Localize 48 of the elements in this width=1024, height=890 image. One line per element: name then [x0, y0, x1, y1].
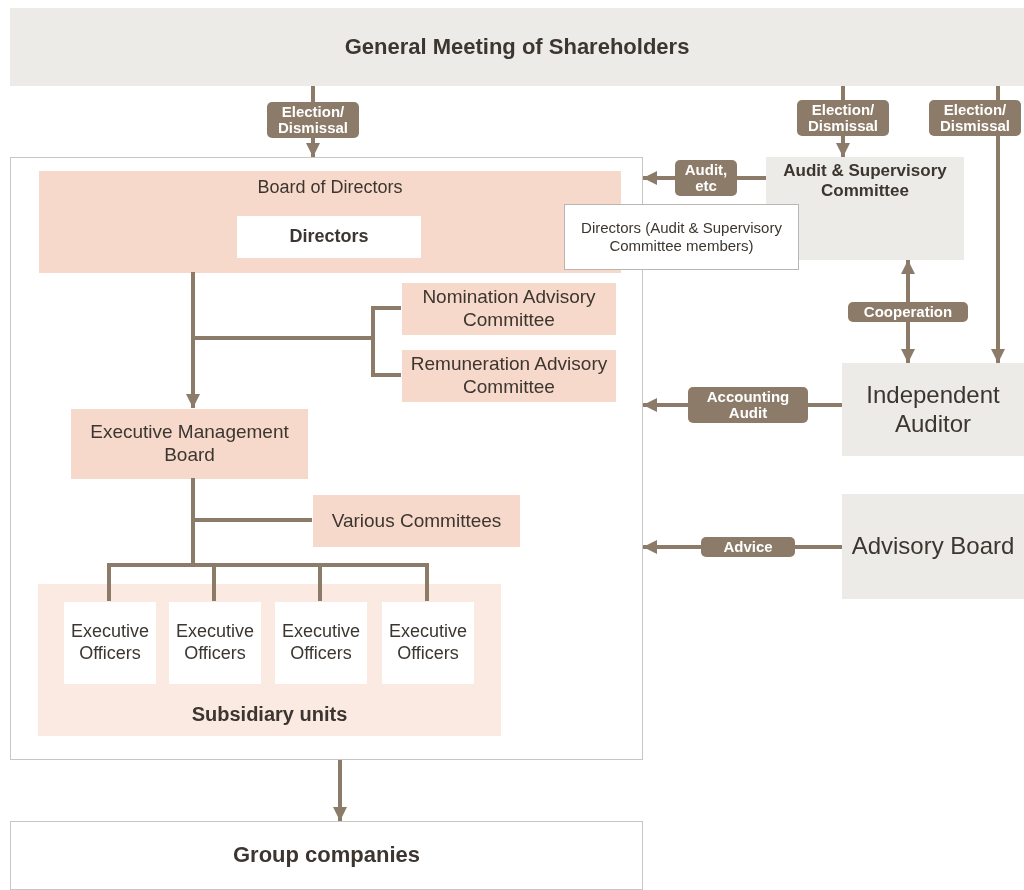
arrow	[643, 540, 842, 554]
box-label: Independent Auditor	[865, 380, 1001, 439]
meeting-box	[10, 8, 1024, 86]
officer-box	[169, 602, 261, 684]
box-label: Directors	[289, 226, 369, 248]
officer-box	[64, 602, 156, 684]
arrow	[643, 171, 766, 185]
box-label: Executive Officers	[280, 621, 361, 665]
edge-label: Audit, etc	[675, 160, 737, 196]
committee-box	[402, 350, 616, 402]
box-label: Advisory Board	[851, 532, 1015, 561]
box-title: General Meeting of Shareholders	[344, 33, 690, 61]
box-label: Executive Officers	[174, 621, 255, 665]
box-label: Executive Officers	[69, 621, 150, 665]
box-label: Group companies	[232, 842, 420, 869]
management-board-box	[71, 409, 308, 479]
directors-box	[564, 204, 799, 270]
auditor-box	[842, 363, 1024, 456]
box-label: Executive Officers	[387, 621, 468, 665]
box-label: Directors (Audit & Supervisory Committee members)	[580, 219, 783, 255]
box-label: Remuneration Advisory Committee	[409, 353, 609, 399]
advisory-board-box	[842, 494, 1024, 599]
arrow	[306, 86, 320, 157]
edge-label: Election/ Dismissal	[929, 100, 1021, 136]
committee-box	[313, 495, 520, 547]
group-companies-box	[10, 821, 643, 890]
directors-box	[237, 216, 421, 258]
officer-box	[382, 602, 474, 684]
arrow	[836, 86, 850, 157]
box-label: Executive Management Board	[89, 421, 290, 467]
subsidiary-units-panel	[38, 584, 501, 736]
committee-box	[402, 283, 616, 335]
box-title: Subsidiary units	[191, 702, 348, 726]
connector-line	[191, 272, 401, 377]
box-title: Board of Directors	[257, 177, 403, 199]
box-label: Various Committees	[331, 509, 502, 533]
officer-box	[275, 602, 367, 684]
edge-label: Advice	[701, 537, 795, 557]
edge-label: Cooperation	[848, 302, 968, 322]
box-label: Nomination Advisory Committee	[421, 286, 597, 332]
edge-label: Election/ Dismissal	[267, 102, 359, 138]
arrow	[333, 760, 347, 821]
edge-label: Accounting Audit	[688, 387, 808, 423]
connector-line	[191, 478, 429, 601]
box-title: Audit & Supervisory Committee	[782, 161, 948, 202]
arrow	[991, 86, 1005, 363]
arrow	[901, 260, 915, 363]
edge-label: Election/ Dismissal	[797, 100, 889, 136]
